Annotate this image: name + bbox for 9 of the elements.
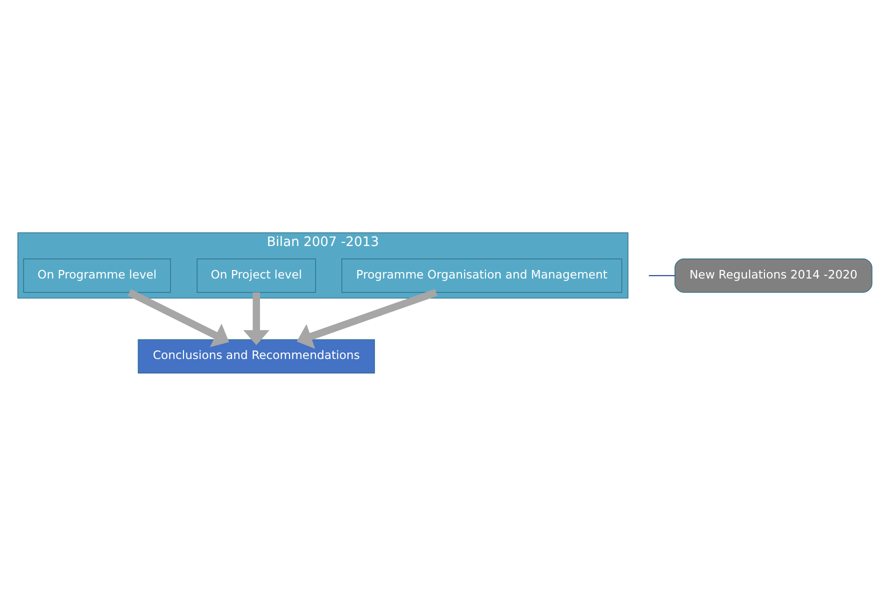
node-box: New Regulations 2014 -2020 xyxy=(674,258,872,293)
arrow xyxy=(243,292,270,346)
node-box: On Programme level xyxy=(23,258,171,293)
node-box: Programme Organisation and Management xyxy=(341,258,622,293)
node-box: Conclusions and Recommendations xyxy=(138,339,375,374)
arrow xyxy=(296,288,438,349)
connector xyxy=(648,275,675,276)
node-box: On Project level xyxy=(196,258,316,293)
arrow xyxy=(128,289,230,348)
